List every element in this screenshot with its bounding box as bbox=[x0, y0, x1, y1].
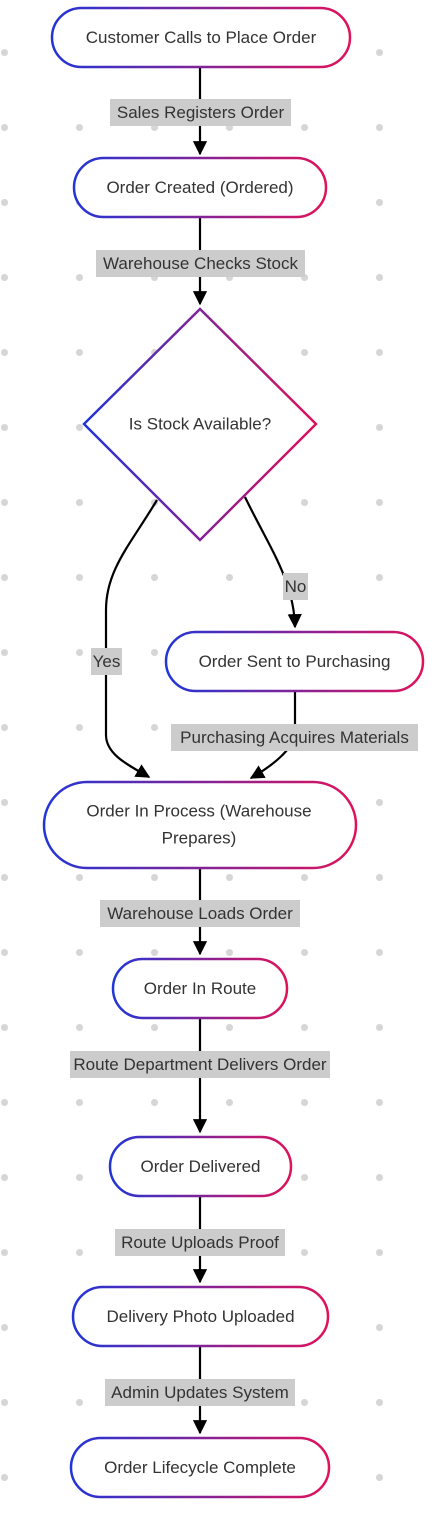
edge-label-no: No bbox=[283, 573, 308, 600]
node-photo-uploaded[interactable]: Delivery Photo Uploaded bbox=[71, 1285, 330, 1348]
node-order-in-process-label-line1: Order In Process (Warehouse bbox=[86, 802, 311, 821]
node-customer-calls-label: Customer Calls to Place Order bbox=[86, 28, 317, 47]
edge-label-route-uploads: Route Uploads Proof bbox=[115, 1229, 285, 1256]
node-lifecycle-complete[interactable]: Order Lifecycle Complete bbox=[69, 1436, 331, 1499]
node-order-in-route-label: Order In Route bbox=[144, 979, 256, 998]
edge-label-route-delivers: Route Department Delivers Order bbox=[70, 1051, 330, 1078]
edge-label-warehouse-loads: Warehouse Loads Order bbox=[100, 900, 300, 927]
edge-label-purchasing-acquires: Purchasing Acquires Materials bbox=[171, 724, 418, 751]
edge-decision-no bbox=[244, 496, 302, 629]
node-order-created-label: Order Created (Ordered) bbox=[106, 178, 293, 197]
node-order-in-process-label-line2: Prepares) bbox=[162, 829, 237, 848]
node-order-in-process[interactable]: Order In Process (Warehouse Prepares) bbox=[42, 780, 358, 870]
edge-label-warehouse-checks: Warehouse Checks Stock bbox=[96, 250, 305, 277]
node-order-delivered-label: Order Delivered bbox=[141, 1157, 261, 1176]
node-sent-to-purchasing-label: Order Sent to Purchasing bbox=[199, 652, 391, 671]
edge-label-yes: Yes bbox=[91, 648, 122, 675]
decision-stock-available-label: Is Stock Available? bbox=[129, 415, 271, 434]
edge-label-sales-registers: Sales Registers Order bbox=[110, 99, 291, 126]
edge-label-admin-updates: Admin Updates System bbox=[105, 1379, 295, 1406]
node-order-created[interactable]: Order Created (Ordered) bbox=[72, 156, 328, 219]
node-photo-uploaded-label: Delivery Photo Uploaded bbox=[106, 1307, 294, 1326]
node-order-delivered[interactable]: Order Delivered bbox=[108, 1135, 293, 1198]
node-lifecycle-complete-label: Order Lifecycle Complete bbox=[104, 1458, 296, 1477]
node-order-in-route[interactable]: Order In Route bbox=[111, 957, 289, 1020]
decision-stock-available[interactable]: Is Stock Available? bbox=[82, 307, 318, 542]
edge-decision-yes bbox=[104, 499, 158, 778]
node-sent-to-purchasing[interactable]: Order Sent to Purchasing bbox=[164, 630, 425, 693]
node-customer-calls[interactable]: Customer Calls to Place Order bbox=[50, 6, 352, 69]
